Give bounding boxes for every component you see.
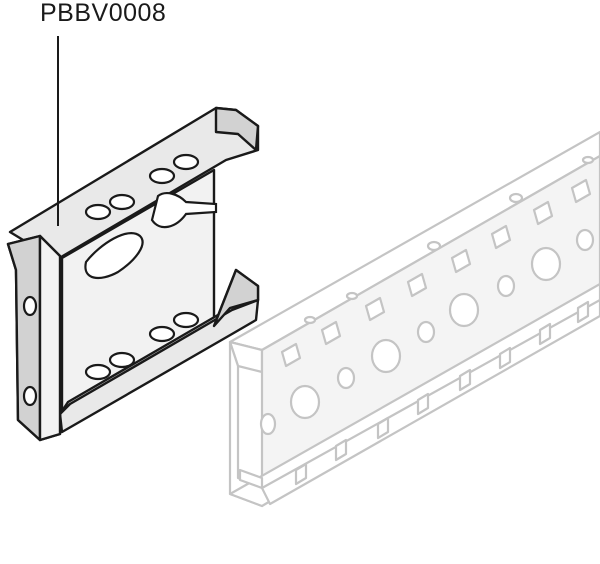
rail-profile	[228, 130, 600, 508]
bracket-bottom-holes	[84, 311, 200, 381]
rail-top-slots	[280, 178, 592, 368]
bracket-front-holes	[22, 295, 38, 407]
rail-web-holes	[259, 228, 595, 436]
part-number-label: PBBV0008	[40, 0, 167, 27]
bracket-top-holes	[84, 153, 200, 221]
rail-top-holes	[303, 155, 595, 325]
angle-bracket	[6, 106, 260, 442]
rail-bottom-slots	[294, 300, 590, 486]
